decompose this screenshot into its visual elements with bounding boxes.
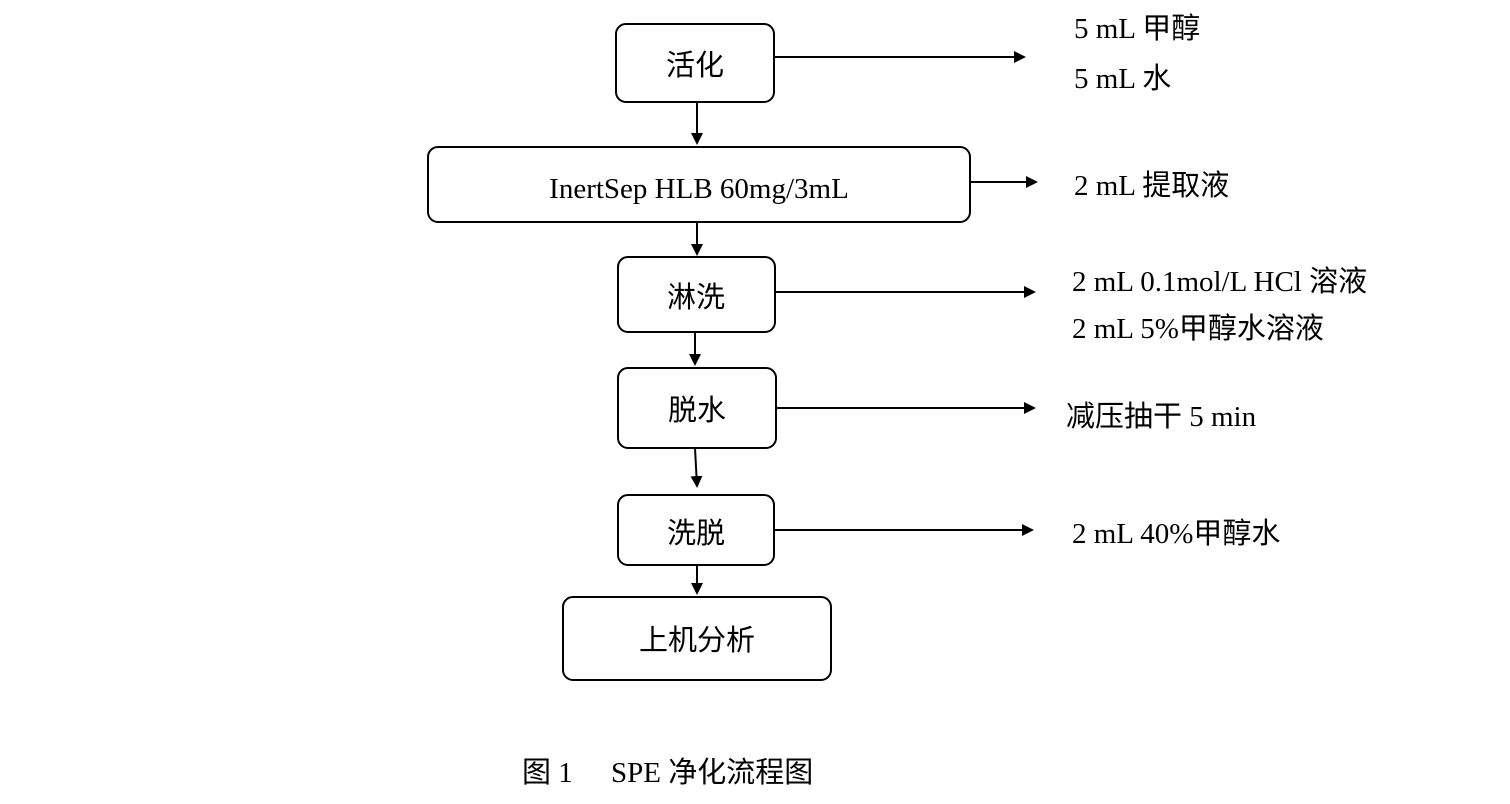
node-rinse: 淋洗 bbox=[617, 256, 776, 333]
node-activation-label: 活化 bbox=[666, 49, 724, 82]
note-dewater-line-1: 减压抽干 5 min bbox=[1066, 400, 1257, 433]
node-activation: 活化 bbox=[615, 23, 775, 103]
node-cartridge-label: InertSep HLB 60mg/3mL bbox=[549, 173, 849, 205]
node-elute-label: 洗脱 bbox=[667, 517, 725, 550]
node-cartridge: InertSep HLB 60mg/3mL bbox=[427, 146, 971, 223]
note-elute-line-1: 2 mL 40%甲醇水 bbox=[1072, 517, 1280, 550]
node-analysis-label: 上机分析 bbox=[639, 624, 755, 657]
note-activation-line-2: 5 mL 水 bbox=[1074, 62, 1171, 95]
note-cartridge-line-1: 2 mL 提取液 bbox=[1074, 169, 1229, 202]
note-activation-line-1: 5 mL 甲醇 bbox=[1074, 12, 1200, 45]
edge-dewater-to-elute bbox=[690, 447, 703, 488]
node-analysis: 上机分析 bbox=[562, 596, 832, 681]
figure-caption-title: SPE 净化流程图 bbox=[611, 756, 813, 789]
node-dewater: 脱水 bbox=[617, 367, 777, 449]
node-dewater-label: 脱水 bbox=[668, 394, 726, 427]
figure-caption-label: 图 1 bbox=[522, 757, 573, 789]
node-elute: 洗脱 bbox=[617, 494, 775, 566]
node-rinse-label: 淋洗 bbox=[667, 281, 725, 314]
note-rinse-line-2: 2 mL 5%甲醇水溶液 bbox=[1072, 312, 1324, 345]
note-rinse-line-1: 2 mL 0.1mol/L HCl 溶液 bbox=[1072, 265, 1367, 298]
